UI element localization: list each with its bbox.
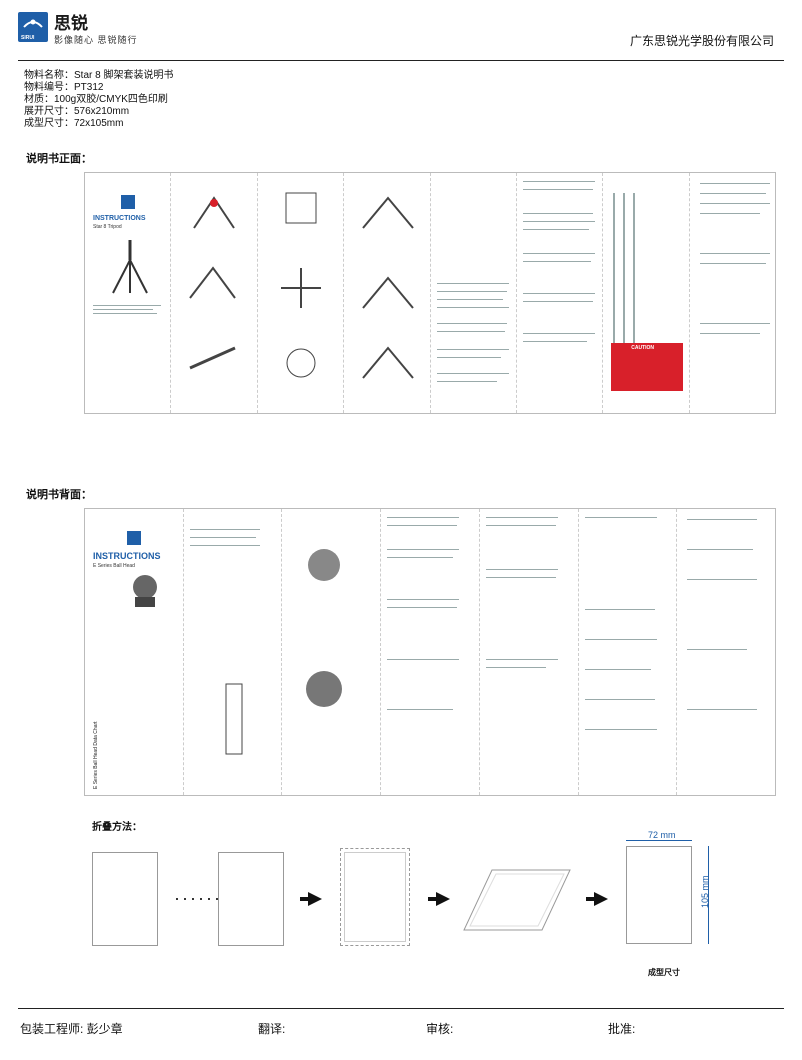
step-illustration-icon [189,346,236,370]
back-section-title: 说明书背面： [26,489,92,501]
back-sheet: INSTRUCTIONS E Series Ball Head E Series… [84,508,776,796]
width-dimension-label: 72 mm [648,830,676,840]
cover-logo-icon [120,195,135,209]
fold-arrow-icon [308,892,322,906]
back-panel-steps-1 [184,509,283,795]
footer-divider [18,1008,784,1009]
front-panel-steps-1 [171,173,258,413]
back-panel-text-2 [480,509,579,795]
back-panel-steps-2 [282,509,382,795]
approve-label: 批准: [608,1022,636,1036]
ball-head-data-chart-label: E Series Ball Head Data Chart [93,721,99,789]
height-dimension-line [708,846,709,944]
front-panel-steps-2 [258,173,345,413]
step-illustration-icon [362,196,414,229]
front-panel-steps-3 [344,173,431,413]
fold-arrow-icon [594,892,608,906]
step-illustration-icon [286,348,316,378]
fold-arrow-icon [436,892,450,906]
front-panel-caution: CAUTION [603,173,690,413]
fold-step-final [626,846,692,944]
step-illustration-icon [285,192,317,224]
page-header: SIRUI 思锐 影像随心 思锐随行 广东思锐光学股份有限公司 [0,0,802,62]
spec-unfolded-size: 展开尺寸：576x210mm [24,106,130,117]
tripod-illustration-icon [112,240,148,294]
fold-step-flat-icon [463,869,571,931]
fold-step-unfolded-right [218,852,284,946]
front-panel-text-1 [431,173,517,413]
step-illustration-icon [308,549,341,581]
brand-name: 思锐 [54,14,88,33]
logo-mark-icon [23,19,43,28]
step-illustration-icon [362,346,414,379]
fold-arrow-stem [586,897,596,901]
header-divider [18,60,784,61]
step-illustration-icon [280,268,321,308]
front-cover-title: INSTRUCTIONS [93,215,146,222]
folded-size-caption: 成型尺寸 [648,968,680,977]
sirui-logo: SIRUI [18,12,48,42]
brand-slogan: 影像随心 思锐随行 [54,35,138,45]
step-illustration-icon [189,266,237,299]
cover-logo-icon [126,531,141,545]
translate-label: 翻译: [258,1022,286,1036]
height-dimension-label: 105 mm [700,875,710,908]
front-sheet: INSTRUCTIONS Star 8 Tripod [84,172,776,414]
fold-step-stack-inner [344,852,406,942]
caution-box: CAUTION [611,343,684,391]
front-section-title: 说明书正面： [26,153,92,165]
spec-material-name: 物料名称：Star 8 脚架套装说明书 [24,70,174,81]
caution-label: CAUTION [631,345,655,351]
folding-section-title: 折叠方法： [92,822,142,833]
fold-arrow-stem [428,897,438,901]
fold-step-unfolded-left [92,852,158,946]
review-label: 审核: [426,1022,454,1036]
front-panel-warranty [690,173,775,413]
spec-folded-size: 成型尺寸：72x105mm [24,118,124,129]
front-panel-cover: INSTRUCTIONS Star 8 Tripod [85,173,172,413]
ball-head-illustration-icon [133,575,157,607]
step-illustration-icon [193,196,236,229]
spec-material: 材质：100g双胶/CMYK四色印刷 [24,94,168,105]
fold-arrow-stem [300,897,310,901]
front-cover-subtitle: Star 8 Tripod [93,224,122,230]
back-panel-notes [579,509,678,795]
brand-latin: SIRUI [21,35,35,41]
step-illustration-icon [306,671,343,707]
step-illustration-icon [362,276,414,309]
back-cover-title: INSTRUCTIONS [93,551,161,561]
packaging-engineer: 包装工程师: 彭少章 [20,1022,123,1036]
back-panel-cover: INSTRUCTIONS E Series Ball Head E Series… [85,509,184,795]
back-panel-text-1 [381,509,480,795]
company-name: 广东思锐光学股份有限公司 [629,34,774,48]
back-panel-warranty [677,509,775,795]
width-dimension-line [626,840,692,841]
fold-dots: ······· [174,888,230,908]
spec-list: 物料名称：Star 8 脚架套装说明书 物料编号：PT312 材质：100g双胶… [24,70,173,130]
step-illustration-icon [225,683,243,755]
back-cover-subtitle: E Series Ball Head [93,563,135,569]
spec-material-code: 物料编号：PT312 [24,82,104,93]
front-panel-text-2 [517,173,604,413]
